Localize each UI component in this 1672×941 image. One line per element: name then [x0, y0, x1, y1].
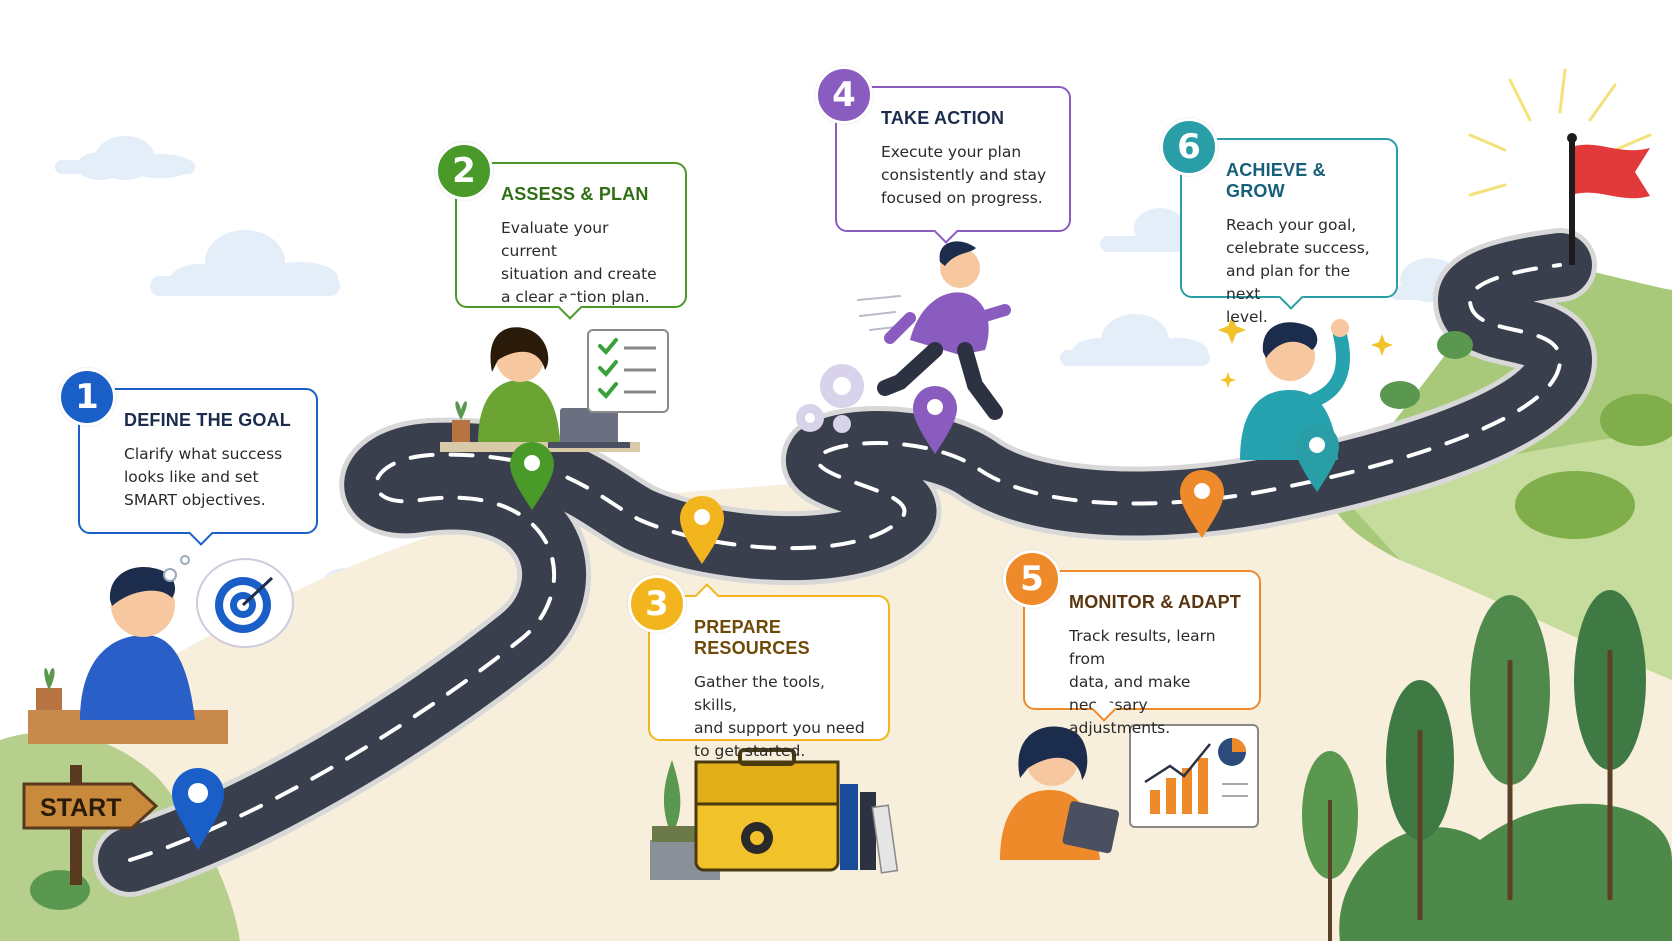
- step-4-badge: 4: [815, 66, 873, 124]
- person-tablet: [1000, 726, 1120, 860]
- gear-icon: [796, 364, 864, 433]
- step-2-description: Evaluate your current situation and crea…: [501, 219, 657, 306]
- step-5-title: MONITOR & ADAPT: [1069, 592, 1241, 612]
- target-icon: [196, 558, 294, 648]
- person-running: [857, 241, 1011, 420]
- pin-3: [680, 496, 724, 564]
- pin-2: [510, 442, 554, 510]
- step-5-callout: 5 MONITOR & ADAPT Track results, learn f…: [1003, 550, 1261, 737]
- pin-4: [913, 386, 957, 454]
- step-1-title: DEFINE THE GOAL: [124, 410, 292, 430]
- road: [93, 228, 1597, 897]
- step-6-title: ACHIEVE & GROW: [1226, 160, 1326, 201]
- step-3-badge: 3: [628, 575, 686, 633]
- pin-1: [172, 768, 224, 850]
- step-5-description: Track results, learn from data, and make…: [1069, 627, 1216, 737]
- cloud: [55, 136, 195, 180]
- step-3-description: Gather the tools, skills, and support yo…: [694, 673, 865, 760]
- map-pins: [172, 386, 1339, 850]
- pin-6: [1295, 424, 1339, 492]
- clouds: [55, 136, 1500, 596]
- step-3-callout: 3 PREPARE RESOURCES Gather the tools, sk…: [628, 575, 890, 760]
- person-thinking: [28, 555, 228, 744]
- step-1-description: Clarify what success looks like and set …: [124, 445, 283, 509]
- step-4-title: TAKE ACTION: [881, 108, 1005, 128]
- start-sign: START: [22, 765, 159, 885]
- step-3-title: PREPARE RESOURCES: [694, 617, 810, 658]
- goal-flag: [1468, 68, 1652, 265]
- step-5-badge: 5: [1003, 550, 1061, 608]
- toolbox-icon: [650, 748, 899, 880]
- step-6-description: Reach your goal, celebrate success, and …: [1226, 216, 1370, 326]
- step-6-callout: 6 ACHIEVE & GROW Reach your goal, celebr…: [1160, 118, 1398, 326]
- step-2-badge: 2: [435, 142, 493, 200]
- pin-5: [1180, 470, 1224, 538]
- cloud: [1060, 314, 1210, 366]
- cloud: [150, 230, 340, 296]
- start-label: START: [40, 794, 121, 822]
- step-4-callout: 4 TAKE ACTION Execute your plan consiste…: [815, 66, 1071, 232]
- trees: [30, 331, 1672, 941]
- step-6-badge: 6: [1160, 118, 1218, 176]
- step-1-badge: 1: [58, 368, 116, 426]
- checklist-icon: [587, 329, 669, 413]
- step-2-title: ASSESS & PLAN: [501, 184, 649, 204]
- step-1-callout: 1 DEFINE THE GOAL Clarify what success l…: [58, 368, 318, 534]
- step-2-callout: 2 ASSESS & PLAN Evaluate your current si…: [435, 142, 687, 308]
- bar-chart-icon: [1129, 724, 1259, 828]
- step-4-description: Execute your plan consistently and stay …: [881, 143, 1047, 207]
